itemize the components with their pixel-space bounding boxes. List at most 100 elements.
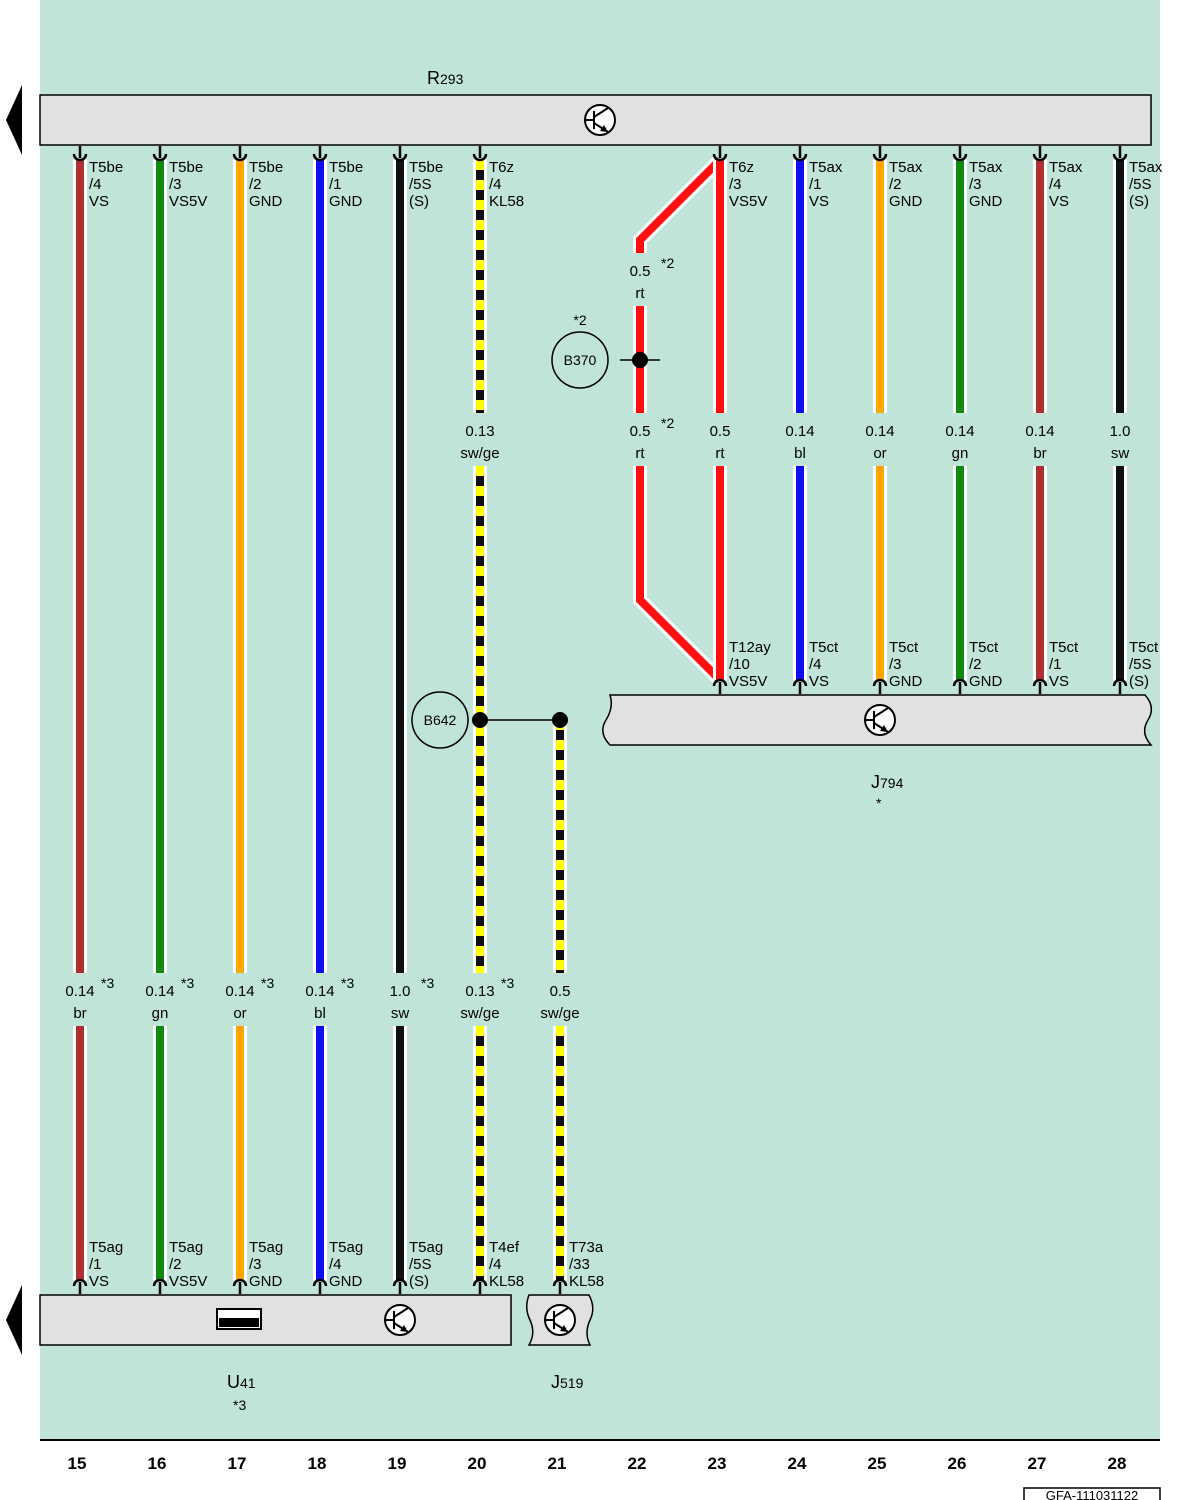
splice-b370[interactable]: B370 *2 [551, 312, 660, 389]
pin-connector-icon [472, 1278, 488, 1294]
pin-connector-icon [712, 678, 728, 694]
column-number: 21 [548, 1454, 567, 1473]
pin-connector-icon [712, 146, 728, 162]
wire-note-22-a: *2 [661, 255, 674, 271]
splice-b642-node-right [552, 712, 568, 728]
component-u41[interactable]: U41 *3 [6, 1285, 512, 1413]
pin-connector-icon [392, 1278, 408, 1294]
pin-label-28-j794: T5ct/5S(S) [1129, 639, 1159, 690]
pin-connector-icon [232, 146, 248, 162]
column-number: 22 [628, 1454, 647, 1473]
wire-rt[interactable] [633, 466, 725, 685]
column-number: 28 [1108, 1454, 1127, 1473]
j794-note: * [876, 795, 882, 811]
wires-layer [73, 155, 1127, 1280]
pin-connector-icon [1112, 146, 1128, 162]
pin-connector-icon [152, 1278, 168, 1294]
pin-connector-icon [792, 146, 808, 162]
pin-connector-icon [1032, 146, 1048, 162]
j794-label: J794 [871, 772, 904, 792]
wire-rt[interactable] [633, 155, 725, 253]
column-number: 25 [868, 1454, 887, 1473]
pin-label-28-top: T5ax/5S(S) [1129, 159, 1163, 210]
wire-note-20-lower: *3 [501, 975, 514, 991]
page-arrow-left-icon[interactable] [6, 1285, 22, 1355]
column-number: 19 [388, 1454, 407, 1473]
transistor-icon [544, 1304, 576, 1336]
pin-connector-icon [152, 146, 168, 162]
wire-note-22-b: *2 [661, 415, 674, 431]
column-number: 16 [148, 1454, 167, 1473]
column-number: 24 [788, 1454, 807, 1473]
wire-note-17-lower: *3 [261, 975, 274, 991]
component-j794[interactable]: J794 * [602, 694, 1153, 811]
pin-connector-icon [952, 146, 968, 162]
u41-label: U41 [227, 1372, 256, 1392]
wire-note-18-lower: *3 [341, 975, 354, 991]
pin-connector-icon [952, 678, 968, 694]
component-j519[interactable]: J519 [526, 1294, 594, 1392]
transistor-icon [584, 104, 616, 136]
column-number: 20 [468, 1454, 487, 1473]
component-r293[interactable]: R293 [6, 68, 1152, 155]
splice-b642[interactable]: B642 [411, 691, 568, 749]
r293-label: R293 [427, 68, 464, 88]
column-number: 17 [228, 1454, 247, 1473]
pin-connector-icon [312, 146, 328, 162]
splice-b642-node [472, 712, 488, 728]
pin-connector-icon [1112, 678, 1128, 694]
pin-connector-icon [392, 146, 408, 162]
j519-label: J519 [551, 1372, 584, 1392]
splice-b642-circle [411, 691, 469, 749]
wire-note-19-lower: *3 [421, 975, 434, 991]
u41-box [39, 1294, 512, 1346]
page-arrow-left-icon[interactable] [6, 85, 22, 155]
splice-b370-circle [551, 331, 609, 389]
pin-connector-icon [872, 678, 888, 694]
u41-note: *3 [233, 1397, 246, 1413]
connector-icon [216, 1308, 262, 1330]
pin-label-19-top: T5be/5S(S) [409, 159, 443, 210]
column-number: 15 [68, 1454, 87, 1473]
wire-note-15-lower: *3 [101, 975, 114, 991]
splice-b370-label: B370 [564, 352, 597, 368]
pin-connector-icon [72, 1278, 88, 1294]
pin-label-19-bottom: T5ag/5S(S) [409, 1239, 443, 1290]
pin-connector-icon [472, 146, 488, 162]
transistor-icon [384, 1304, 416, 1336]
column-numbers: 15 16 17 18 19 20 21 22 23 24 25 26 27 2… [68, 1454, 1127, 1473]
transistor-icon [864, 704, 896, 736]
